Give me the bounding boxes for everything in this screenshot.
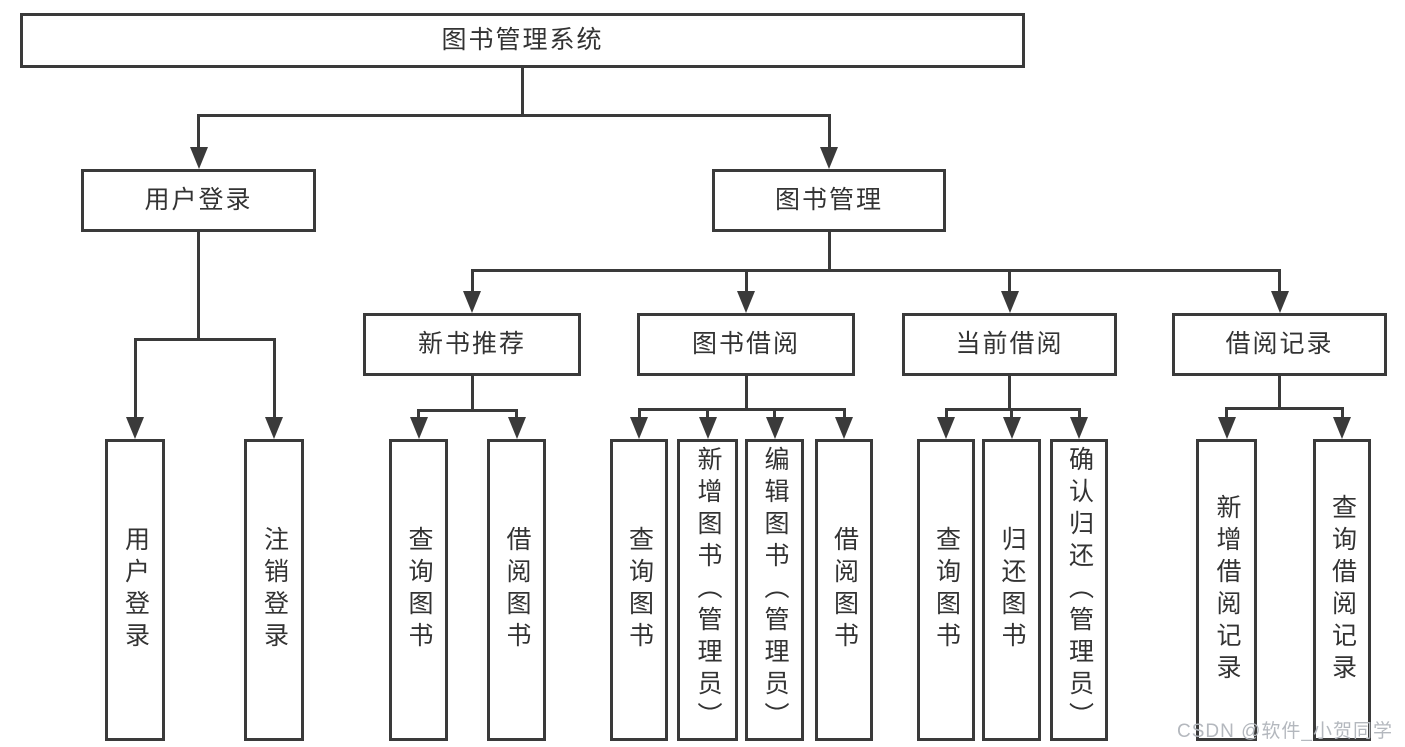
connector-line xyxy=(197,232,200,341)
node-new-book-recommendation: 新书推荐 xyxy=(363,313,581,376)
node-logout: 注销登录 xyxy=(244,439,304,741)
arrowhead-icon xyxy=(1070,417,1088,439)
connector-line xyxy=(272,338,276,427)
connector-line xyxy=(417,409,518,412)
arrowhead-icon xyxy=(765,417,784,439)
connector-line xyxy=(744,269,748,301)
node-query-books-borrowing: 查询图书 xyxy=(610,439,668,741)
arrowhead-icon xyxy=(737,291,755,313)
connector-line xyxy=(133,338,276,341)
node-query-books-current: 查询图书 xyxy=(917,439,975,741)
arrowhead-icon xyxy=(126,417,144,439)
node-borrowing-records: 借阅记录 xyxy=(1172,313,1387,376)
connector-line xyxy=(197,114,831,117)
connector-line xyxy=(470,269,1281,272)
connector-line xyxy=(133,338,137,427)
csdn-watermark: CSDN @软件_小贺同学 xyxy=(1177,721,1393,742)
connector-line xyxy=(1278,376,1281,410)
arrowhead-icon xyxy=(937,417,955,439)
arrowhead-icon xyxy=(698,417,717,439)
connector-line xyxy=(1225,407,1344,410)
arrowhead-icon xyxy=(820,147,838,169)
arrowhead-icon xyxy=(1002,417,1021,439)
node-query-books-recommend: 查询图书 xyxy=(389,439,448,741)
arrowhead-icon xyxy=(463,291,481,313)
arrowhead-icon xyxy=(409,417,428,439)
node-return-books: 归还图书 xyxy=(982,439,1041,741)
connector-line xyxy=(470,376,474,412)
arrowhead-icon xyxy=(1270,291,1289,313)
connector-line xyxy=(1008,269,1011,301)
connector-line xyxy=(827,232,831,272)
node-library-management-system: 图书管理系统 xyxy=(20,13,1025,68)
node-query-borrow-record: 查询借阅记录 xyxy=(1313,439,1371,741)
node-book-management-module: 图书管理 xyxy=(712,169,946,232)
arrowhead-icon xyxy=(1217,417,1236,439)
connector-line xyxy=(1278,269,1281,301)
connector-line xyxy=(470,269,474,301)
arrowhead-icon xyxy=(1000,291,1019,313)
node-edit-books-admin: 编辑图书（管理员） xyxy=(745,439,804,741)
arrowhead-icon xyxy=(630,417,648,439)
arrowhead-icon xyxy=(265,417,283,439)
node-current-borrowing: 当前借阅 xyxy=(902,313,1117,376)
node-user-login: 用户登录 xyxy=(105,439,165,741)
connector-line xyxy=(1008,376,1011,411)
node-add-borrow-record: 新增借阅记录 xyxy=(1196,439,1257,741)
node-book-borrowing: 图书借阅 xyxy=(637,313,855,376)
connector-line xyxy=(520,68,524,117)
node-user-login-module: 用户登录 xyxy=(81,169,316,232)
arrowhead-icon xyxy=(189,147,208,169)
connector-line xyxy=(744,376,748,411)
connector-line xyxy=(637,408,846,411)
node-borrow-books-borrowing: 借阅图书 xyxy=(815,439,873,741)
arrowhead-icon xyxy=(835,417,853,439)
node-borrow-books-recommend: 借阅图书 xyxy=(487,439,546,741)
arrowhead-icon xyxy=(1333,417,1351,439)
node-add-books-admin: 新增图书（管理员） xyxy=(677,439,738,741)
connector-line xyxy=(197,114,200,157)
arrowhead-icon xyxy=(507,417,526,439)
connector-line xyxy=(827,114,831,157)
node-confirm-return-admin: 确认归还（管理员） xyxy=(1050,439,1108,741)
